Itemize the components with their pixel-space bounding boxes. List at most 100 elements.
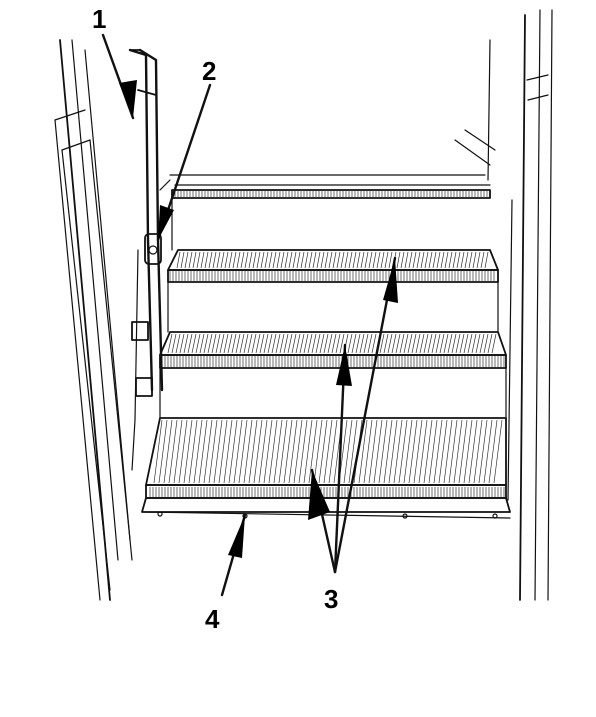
hatch-line [164,420,172,483]
hatch-line [309,252,312,268]
hatch-line [219,420,227,483]
hatch-line [432,334,436,353]
hatch-line [269,420,277,483]
hatch-line [409,420,417,483]
hatch-line [484,334,488,353]
hatch-line [437,252,440,268]
hatch-line [316,334,320,353]
hatch-line [488,334,492,353]
hatch-line [444,420,452,483]
hatch-line [413,252,416,268]
hatch-line [217,252,220,268]
hatch-line [192,334,196,353]
hatch-line [172,334,176,353]
hatch-line [189,420,197,483]
hatch-line [474,420,482,483]
hatch-line [428,334,432,353]
hatch-line [229,252,232,268]
hatch-line [448,334,452,353]
hatch-line [269,252,272,268]
hatch-line [280,334,284,353]
hatch-line [329,252,332,268]
hatch-line [244,420,252,483]
hatch-line [193,252,196,268]
hatch-line [308,334,312,353]
hatch-line [439,420,447,483]
hatch-line [473,252,476,268]
hatch-line [329,420,337,483]
hatch-line [381,252,384,268]
hatch-line [368,334,372,353]
hatch-line [159,420,167,483]
hatch-line [317,252,320,268]
hatch-line [420,334,424,353]
hatch-line [285,252,288,268]
callout-label-4: 4 [205,604,220,634]
hatch-line [429,420,437,483]
hatch-line [177,252,180,268]
hatch-line [456,334,460,353]
hatch-line [364,420,372,483]
hatch-line [389,420,397,483]
hatch-line [199,420,207,483]
hatch-line [388,334,392,353]
hatch-line [321,252,324,268]
hatch-line [484,420,492,483]
hatch-line [234,420,242,483]
hatch-line [459,420,467,483]
hatch-line [494,420,502,483]
hatch-line [345,252,348,268]
hatch-line [434,420,442,483]
hatch-line [272,334,276,353]
hatch-line [394,420,402,483]
hatch-line [260,334,264,353]
hatch-line [264,334,268,353]
hatch-line [379,420,387,483]
hatch-line [419,420,427,483]
hatch-line [374,420,382,483]
hatch-line [204,420,212,483]
hatch-line [424,420,432,483]
hatch-line [288,334,292,353]
hatch-line [324,420,332,483]
hatch-line [180,334,184,353]
hatch-line [181,252,184,268]
hatch-line [252,334,256,353]
hatch-line [460,334,464,353]
hatch-line [324,334,328,353]
hatch-line [184,420,192,483]
hatch-line [299,420,307,483]
hatch-line [433,252,436,268]
hatch-line [300,334,304,353]
hatch-line [332,334,336,353]
hatch-line [253,252,256,268]
hatch-line [461,252,464,268]
hatch-line [277,252,280,268]
hatch-line [257,252,260,268]
hatch-line [372,334,376,353]
hatch-line [254,420,262,483]
hatch-line [452,334,456,353]
hatch-line [408,334,412,353]
hatch-line [409,252,412,268]
hatch-line [205,252,208,268]
hatch-line [268,334,272,353]
hatch-line [249,420,257,483]
hatch-line [465,252,468,268]
hatch-line [274,420,282,483]
hatch-line [436,334,440,353]
hatch-line [208,334,212,353]
upper-landing [170,130,495,185]
hatch-line [304,420,312,483]
hatch-line [369,252,372,268]
hatch-line [214,420,222,483]
hatch-line [237,252,240,268]
hatch-line [216,334,220,353]
hatch-line [241,252,244,268]
hatch-line [464,420,472,483]
hatch-line [397,252,400,268]
hatch-line [349,252,352,268]
hatch-line [449,252,452,268]
hatch-line [348,334,352,353]
